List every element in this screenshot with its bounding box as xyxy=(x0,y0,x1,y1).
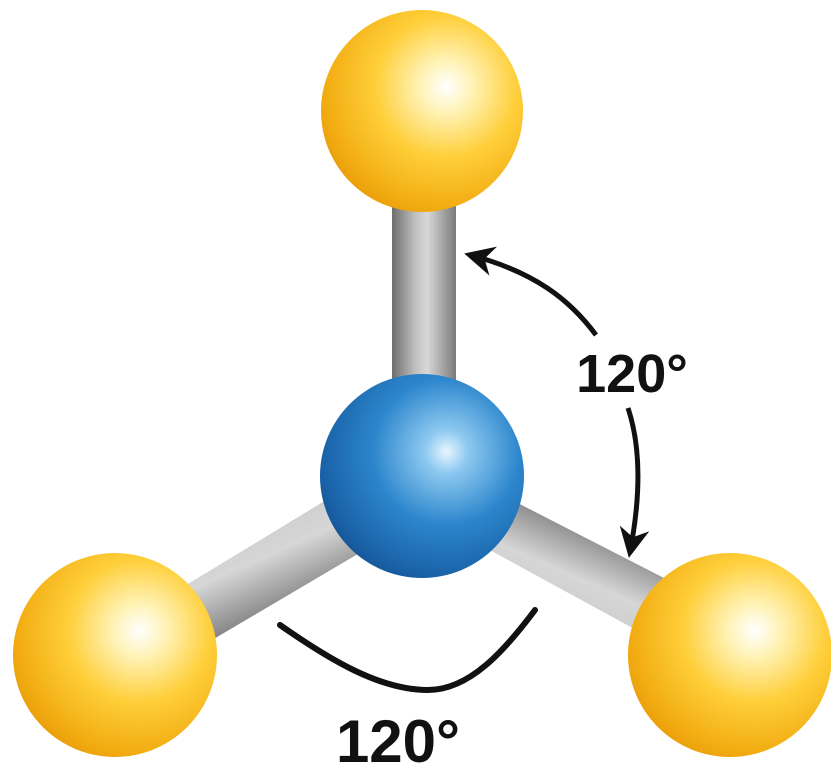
bond-left xyxy=(178,494,368,640)
angle-label-right: 120° xyxy=(576,344,688,404)
bond-top xyxy=(392,195,456,395)
outer-atom-left xyxy=(13,553,217,757)
angle-arrow-upper xyxy=(464,246,599,337)
outer-atom-right xyxy=(628,553,831,757)
central-atom xyxy=(320,374,524,578)
outer-atom-top xyxy=(321,10,523,212)
angle-label-bottom: 120° xyxy=(336,708,460,767)
bond-right xyxy=(486,496,664,632)
bonds xyxy=(178,195,664,640)
angle-arrow-lower xyxy=(619,407,650,558)
angle-arc-bottom xyxy=(277,607,538,694)
